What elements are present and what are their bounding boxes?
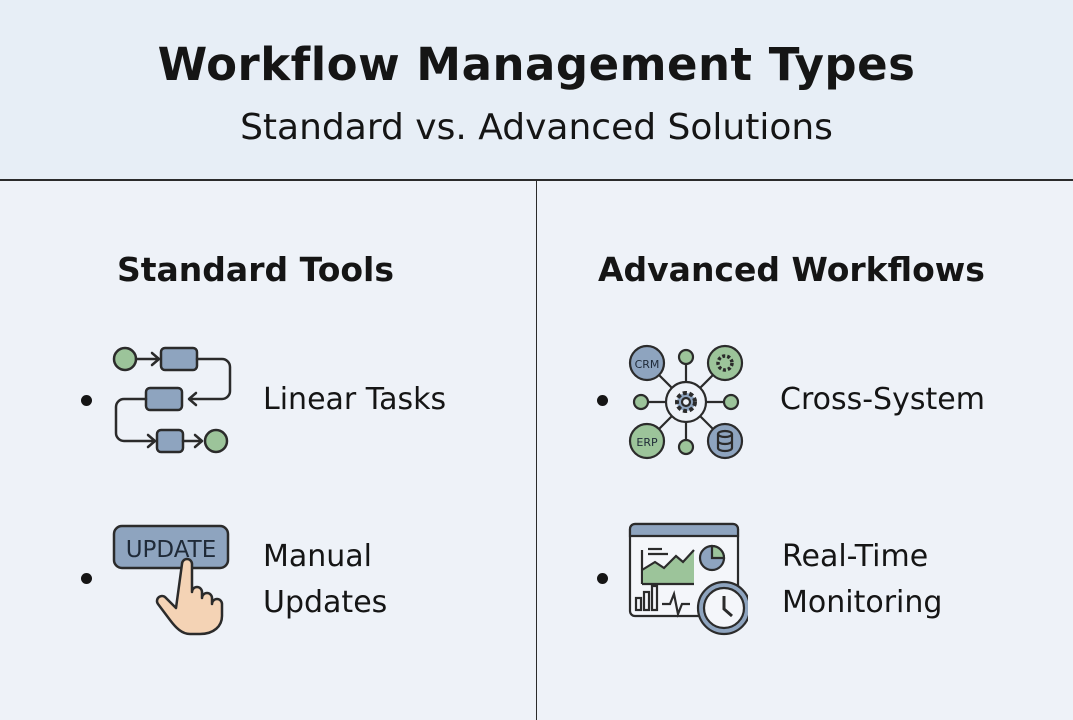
real-time-label-line1: Real-Time: [782, 539, 929, 574]
bullet: [597, 395, 608, 406]
bullet: [81, 573, 92, 584]
advanced-workflows-heading: Advanced Workflows: [598, 250, 985, 289]
bullet: [597, 573, 608, 584]
dashboard-clock-icon: [628, 522, 748, 636]
manual-updates-label-line2: Updates: [263, 585, 388, 620]
svg-text:UPDATE: UPDATE: [126, 537, 217, 563]
svg-text:CRM: CRM: [635, 358, 660, 371]
linear-tasks-label: Linear Tasks: [263, 382, 447, 417]
page-title: Workflow Management Types: [157, 38, 916, 91]
page-subtitle: Standard vs. Advanced Solutions: [240, 107, 833, 148]
bullet: [81, 395, 92, 406]
manual-updates-label-line1: Manual: [263, 539, 373, 574]
header-banner: Workflow Management Types Standard vs. A…: [0, 0, 1073, 181]
integration-hub-icon: CRM ERP: [628, 344, 744, 460]
linear-flow-icon: [112, 346, 232, 454]
monitoring-label-line2: Monitoring: [782, 585, 943, 620]
cross-system-label: Cross-System: [780, 382, 985, 417]
column-divider: [536, 181, 537, 720]
svg-text:ERP: ERP: [636, 436, 658, 449]
update-button-click-icon: UPDATE: [112, 524, 230, 636]
standard-tools-heading: Standard Tools: [117, 250, 395, 289]
